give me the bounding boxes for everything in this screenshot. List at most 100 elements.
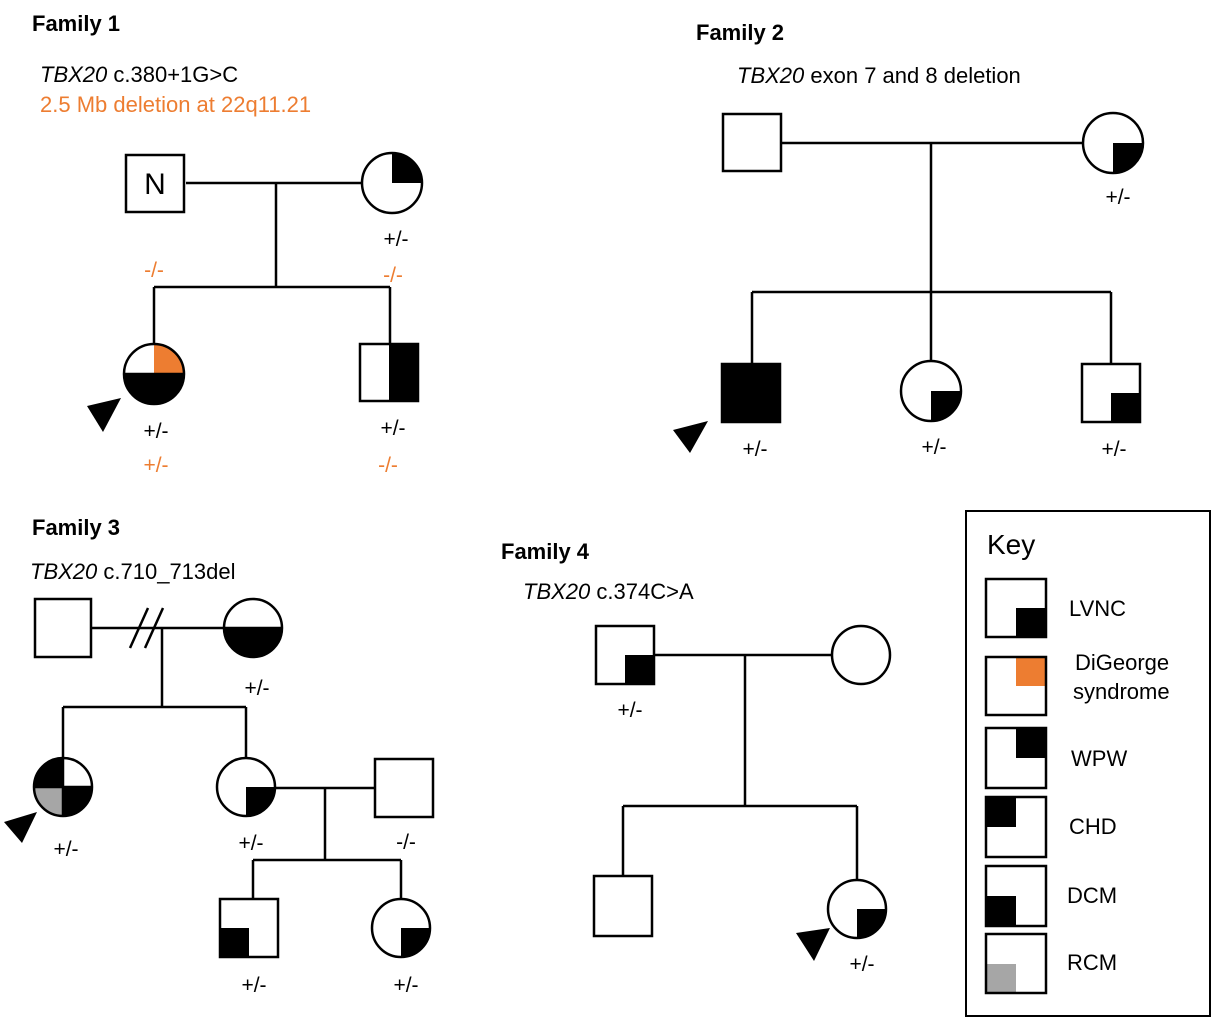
female-outline bbox=[899, 359, 963, 423]
male-outline bbox=[1080, 362, 1142, 424]
female-outline bbox=[360, 151, 424, 215]
key-label-digeorge-2: syndrome bbox=[1073, 679, 1170, 704]
key-label-dcm: DCM bbox=[1067, 883, 1117, 908]
chd-shade bbox=[34, 758, 63, 787]
key-swatch-outline bbox=[984, 726, 1048, 790]
key-label-digeorge-1: DiGeorge bbox=[1075, 650, 1169, 675]
f2-daughter-genotype: +/- bbox=[921, 436, 946, 459]
lvnc-shade bbox=[1016, 608, 1046, 637]
female-outline bbox=[215, 756, 277, 818]
digeorge-shade bbox=[154, 344, 184, 374]
f1-mother-genotype: +/- bbox=[383, 228, 408, 251]
dcm-shade bbox=[220, 928, 249, 957]
key-item-digeorge: DiGeorge syndrome bbox=[984, 650, 1170, 717]
female-outline bbox=[1081, 111, 1145, 175]
f3-sister: +/- bbox=[215, 756, 277, 855]
lvnc-shade bbox=[1111, 393, 1140, 422]
f1-father-label: N bbox=[144, 168, 166, 201]
f1-mother: +/- bbox=[360, 151, 424, 251]
key-item-lvnc: LVNC bbox=[984, 577, 1126, 639]
f1-brother-genotype: +/- bbox=[380, 417, 405, 440]
right-half-shade bbox=[389, 344, 418, 401]
proband-arrow-icon bbox=[673, 421, 708, 453]
f2-son: +/- bbox=[1080, 362, 1142, 461]
f3-granddaughter: +/- bbox=[370, 897, 432, 997]
family-3: Family 3 TBX20 c.710_713del +/- bbox=[4, 515, 435, 997]
key-item-rcm: RCM bbox=[984, 932, 1117, 995]
key-swatch-outline bbox=[984, 795, 1048, 859]
f4-son bbox=[592, 874, 654, 938]
family-1-gene: TBX20 c.380+1G>C bbox=[40, 62, 238, 87]
f3-proband-genotype: +/- bbox=[53, 838, 78, 861]
rcm-shade bbox=[986, 964, 1016, 993]
key-label-wpw: WPW bbox=[1071, 746, 1127, 771]
dcm-shade bbox=[986, 896, 1016, 926]
family-3-title: Family 3 bbox=[32, 515, 120, 540]
lvnc-shade bbox=[931, 391, 961, 421]
f4-proband: +/- bbox=[796, 878, 888, 976]
family-1: Family 1 TBX20 c.380+1G>C 2.5 Mb deletio… bbox=[32, 11, 424, 477]
f3-spouse-genotype: -/- bbox=[396, 831, 416, 854]
family-3-gene-name: TBX20 bbox=[30, 559, 98, 584]
family-1-title: Family 1 bbox=[32, 11, 120, 36]
f4-mother bbox=[830, 624, 892, 686]
family-4-variant: c.374C>A bbox=[596, 579, 694, 604]
family-4-gene: TBX20 c.374C>A bbox=[523, 579, 694, 604]
lvnc-dcm-shade bbox=[124, 374, 184, 404]
family-3-variant: c.710_713del bbox=[103, 559, 235, 584]
digeorge-shade bbox=[1016, 657, 1046, 686]
male-symbol bbox=[124, 153, 186, 214]
key-swatch-outline bbox=[984, 577, 1048, 639]
family-2-variant: exon 7 and 8 deletion bbox=[810, 63, 1020, 88]
family-4-title: Family 4 bbox=[501, 539, 590, 564]
proband-arrow-icon bbox=[796, 928, 830, 961]
family-2-gene-name: TBX20 bbox=[737, 63, 805, 88]
f3-granddaughter-genotype: +/- bbox=[393, 974, 418, 997]
male-symbol bbox=[33, 597, 93, 659]
lvnc-shade bbox=[246, 787, 275, 816]
male-symbol bbox=[721, 112, 783, 173]
f3-sister-genotype: +/- bbox=[238, 832, 263, 855]
f3-mother-genotype: +/- bbox=[244, 677, 269, 700]
lvnc-shade bbox=[63, 787, 92, 816]
f2-mother-genotype: +/- bbox=[1105, 186, 1130, 209]
family-1-variant: c.380+1G>C bbox=[113, 62, 238, 87]
proband-arrow-icon bbox=[87, 398, 121, 432]
f4-father: +/- bbox=[594, 624, 656, 722]
key-label-chd: CHD bbox=[1069, 814, 1117, 839]
f3-divorce-slash-1 bbox=[128, 607, 150, 649]
f1-father-deletion-genotype: -/- bbox=[144, 259, 164, 282]
key-label-rcm: RCM bbox=[1067, 950, 1117, 975]
key-swatch-outline bbox=[984, 864, 1048, 928]
f1-proband: +/- +/- bbox=[87, 342, 186, 477]
f4-father-genotype: +/- bbox=[617, 699, 642, 722]
rcm-shade bbox=[34, 787, 63, 816]
key-legend: Key LVNC DiGeorge syndrome WPW bbox=[965, 510, 1211, 1017]
male-symbol bbox=[373, 757, 435, 819]
f3-spouse: -/- bbox=[373, 757, 435, 854]
f4-proband-genotype: +/- bbox=[849, 953, 874, 976]
lvnc-shade bbox=[1113, 143, 1143, 173]
f2-son-genotype: +/- bbox=[1101, 438, 1126, 461]
f2-proband: +/- bbox=[673, 362, 782, 461]
key-title: Key bbox=[987, 529, 1035, 560]
key-swatch-outline bbox=[984, 655, 1048, 717]
male-symbol-affected bbox=[720, 362, 782, 424]
f2-daughter: +/- bbox=[899, 359, 963, 459]
family-4-gene-name: TBX20 bbox=[523, 579, 591, 604]
lvnc-shade bbox=[625, 655, 654, 684]
f1-mother-deletion-genotype: -/- bbox=[383, 264, 403, 287]
family-1-gene-name: TBX20 bbox=[40, 62, 108, 87]
female-outline bbox=[826, 878, 888, 940]
bottom-half-shade bbox=[224, 628, 282, 657]
f3-divorce-slash-2 bbox=[143, 607, 165, 649]
key-item-dcm: DCM bbox=[984, 864, 1117, 928]
family-4: Family 4 TBX20 c.374C>A +/- +/- bbox=[501, 539, 892, 976]
f3-mother: +/- bbox=[222, 597, 284, 700]
f1-proband-genotype: +/- bbox=[143, 420, 168, 443]
proband-arrow-icon bbox=[4, 812, 37, 843]
chd-shade bbox=[986, 797, 1016, 827]
key-swatch-outline bbox=[984, 932, 1048, 995]
f3-grandson-genotype: +/- bbox=[241, 974, 266, 997]
